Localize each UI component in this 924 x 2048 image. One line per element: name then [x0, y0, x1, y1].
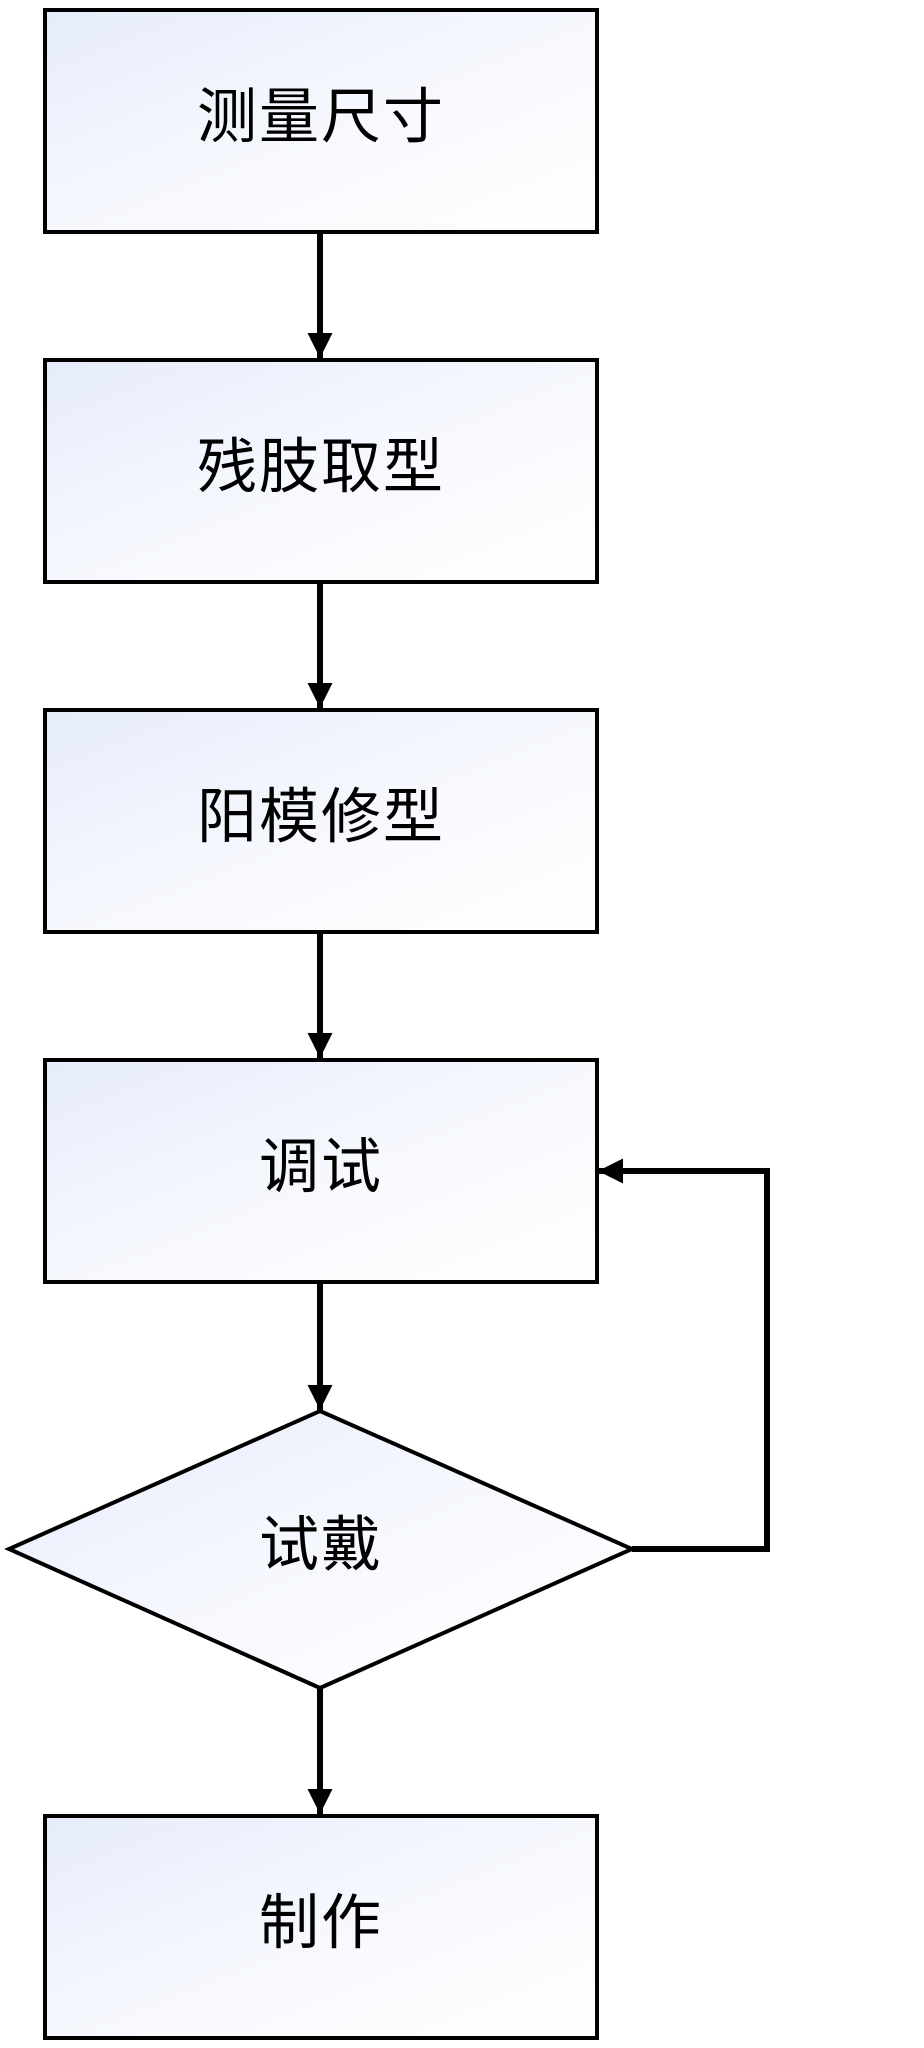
- node-make-label: 制作: [259, 1889, 383, 1959]
- node-cast: 残肢取型: [43, 358, 599, 584]
- node-fitting: 试戴: [4, 1408, 637, 1691]
- node-model-box: [43, 708, 599, 934]
- node-measure: 测量尺寸: [43, 8, 599, 234]
- edge-fitting-loop-to-adjust: [598, 1158, 770, 1552]
- node-adjust-label: 调试: [259, 1133, 383, 1203]
- node-fitting-label: 试戴: [259, 1511, 383, 1581]
- node-adjust-box: [43, 1058, 599, 1284]
- node-measure-label: 测量尺寸: [197, 83, 445, 153]
- node-cast-box: [43, 358, 599, 584]
- node-measure-box: [43, 8, 599, 234]
- node-fitting-diamond: [4, 1408, 637, 1691]
- node-cast-label: 残肢取型: [197, 433, 445, 503]
- node-model-label: 阳模修型: [197, 783, 445, 853]
- node-adjust: 调试: [43, 1058, 599, 1284]
- flowchart-edges: [307, 232, 770, 1814]
- node-make: 制作: [43, 1814, 599, 2040]
- node-model: 阳模修型: [43, 708, 599, 934]
- node-make-box: [43, 1814, 599, 2040]
